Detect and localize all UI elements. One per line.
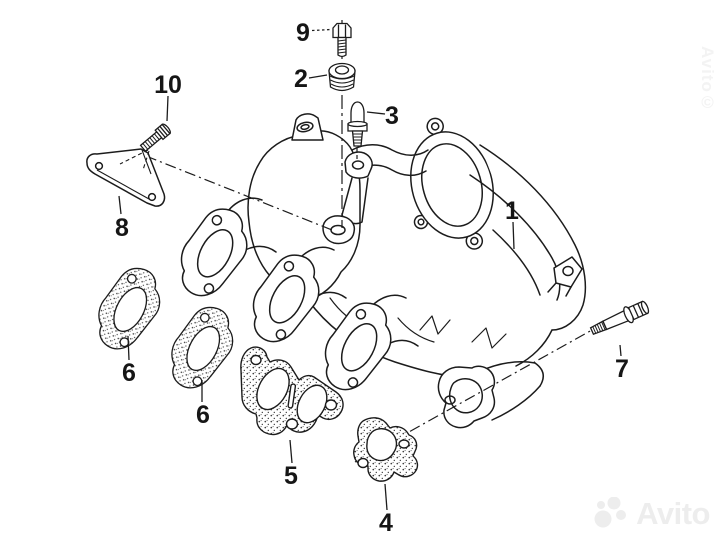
gasket-5: [240, 346, 344, 436]
manifold-ear-tab: [547, 256, 583, 297]
gasket-4: [353, 417, 419, 482]
manifold-ring-flange: [410, 117, 494, 250]
callout-8: 8: [115, 214, 129, 242]
callout-3: 3: [385, 102, 399, 130]
callout-2: 2: [294, 65, 308, 93]
callout-9: 9: [296, 19, 310, 47]
callout-6b: 6: [196, 401, 210, 429]
watermark-bottom-brand: Avito: [636, 496, 710, 531]
plug-2: [328, 62, 356, 92]
bracket-8: [86, 148, 166, 207]
callout-7: 7: [615, 355, 629, 383]
watermark-top-brand: Avito: [698, 46, 717, 93]
callout-5: 5: [284, 462, 298, 490]
copyright-symbol: ©: [698, 92, 717, 113]
bolt-9: [332, 22, 352, 58]
callout-labels: 9 2 3 10 8 6 6 5 4 7 1: [115, 19, 629, 537]
callout-4: 4: [379, 509, 393, 537]
bolt-7: [589, 300, 650, 336]
watermark-bottom-right: Avito: [594, 496, 710, 532]
callout-1: 1: [505, 197, 519, 225]
watermark-top-right: Avito©: [697, 46, 717, 113]
avito-logo-icon: [594, 497, 627, 528]
manifold-end-flange: [437, 365, 496, 429]
callout-10: 10: [154, 71, 182, 99]
bolt-10: [139, 123, 171, 153]
stud-3: [347, 101, 368, 147]
callout-6a: 6: [122, 359, 136, 387]
leader-lines: [118, 28, 622, 511]
bolt-10-leaders: [119, 149, 150, 171]
manifold-body: [224, 113, 587, 429]
